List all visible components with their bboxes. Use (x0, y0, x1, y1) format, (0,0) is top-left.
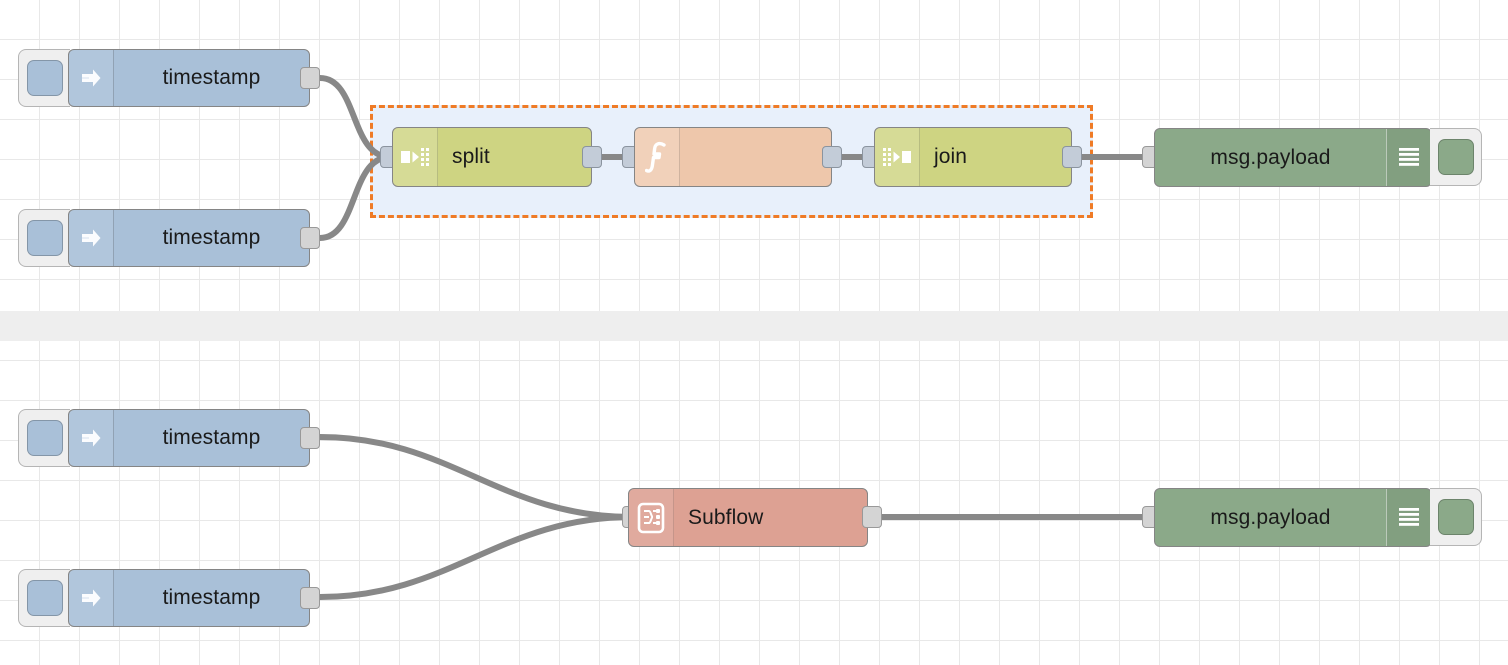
split-icon (393, 128, 438, 186)
debug-list-icon (1386, 489, 1431, 546)
node-label: split (452, 145, 490, 168)
inject-trigger-button[interactable] (18, 49, 70, 107)
port-output-inject-3[interactable] (300, 427, 320, 449)
node-label: msg.payload (1210, 145, 1331, 169)
join-icon (875, 128, 920, 186)
node-split[interactable]: split (392, 127, 592, 187)
node-label: timestamp (162, 226, 261, 249)
node-inject-timestamp-2[interactable]: timestamp (68, 209, 310, 267)
subflow-icon (629, 489, 674, 546)
inject-button-knob (26, 580, 63, 616)
debug-button-knob (1437, 139, 1474, 175)
canvas-divider (0, 311, 1508, 341)
node-label: join (934, 145, 968, 168)
port-output-inject-1[interactable] (300, 67, 320, 89)
inject-button-knob (26, 60, 63, 96)
arrow-right-inject-icon (69, 50, 114, 106)
node-label: timestamp (162, 66, 261, 89)
port-output-inject-2[interactable] (300, 227, 320, 249)
node-function[interactable] (634, 127, 832, 187)
node-debug-2[interactable]: msg.payload (1154, 488, 1432, 547)
arrow-right-inject-icon (69, 410, 114, 466)
node-inject-timestamp-3[interactable]: timestamp (68, 409, 310, 467)
port-output-subflow[interactable] (862, 506, 882, 528)
debug-list-icon (1386, 129, 1431, 186)
debug-toggle-button[interactable] (1430, 488, 1482, 546)
inject-trigger-button[interactable] (18, 409, 70, 467)
node-join[interactable]: join (874, 127, 1072, 187)
port-output-inject-4[interactable] (300, 587, 320, 609)
node-label: timestamp (162, 426, 261, 449)
inject-button-knob (26, 220, 63, 256)
inject-button-knob (26, 420, 63, 456)
node-label: msg.payload (1210, 505, 1331, 529)
node-label: Subflow (688, 505, 764, 529)
node-label: timestamp (162, 586, 261, 609)
node-subflow[interactable]: Subflow (628, 488, 868, 547)
arrow-right-inject-icon (69, 570, 114, 626)
function-icon (635, 128, 680, 186)
node-inject-timestamp-4[interactable]: timestamp (68, 569, 310, 627)
node-inject-timestamp-1[interactable]: timestamp (68, 49, 310, 107)
port-output-split[interactable] (582, 146, 602, 168)
port-output-function[interactable] (822, 146, 842, 168)
debug-button-knob (1437, 499, 1474, 535)
arrow-right-inject-icon (69, 210, 114, 266)
node-label (680, 128, 831, 186)
node-debug-1[interactable]: msg.payload (1154, 128, 1432, 187)
debug-toggle-button[interactable] (1430, 128, 1482, 186)
port-output-join[interactable] (1062, 146, 1082, 168)
inject-trigger-button[interactable] (18, 209, 70, 267)
inject-trigger-button[interactable] (18, 569, 70, 627)
